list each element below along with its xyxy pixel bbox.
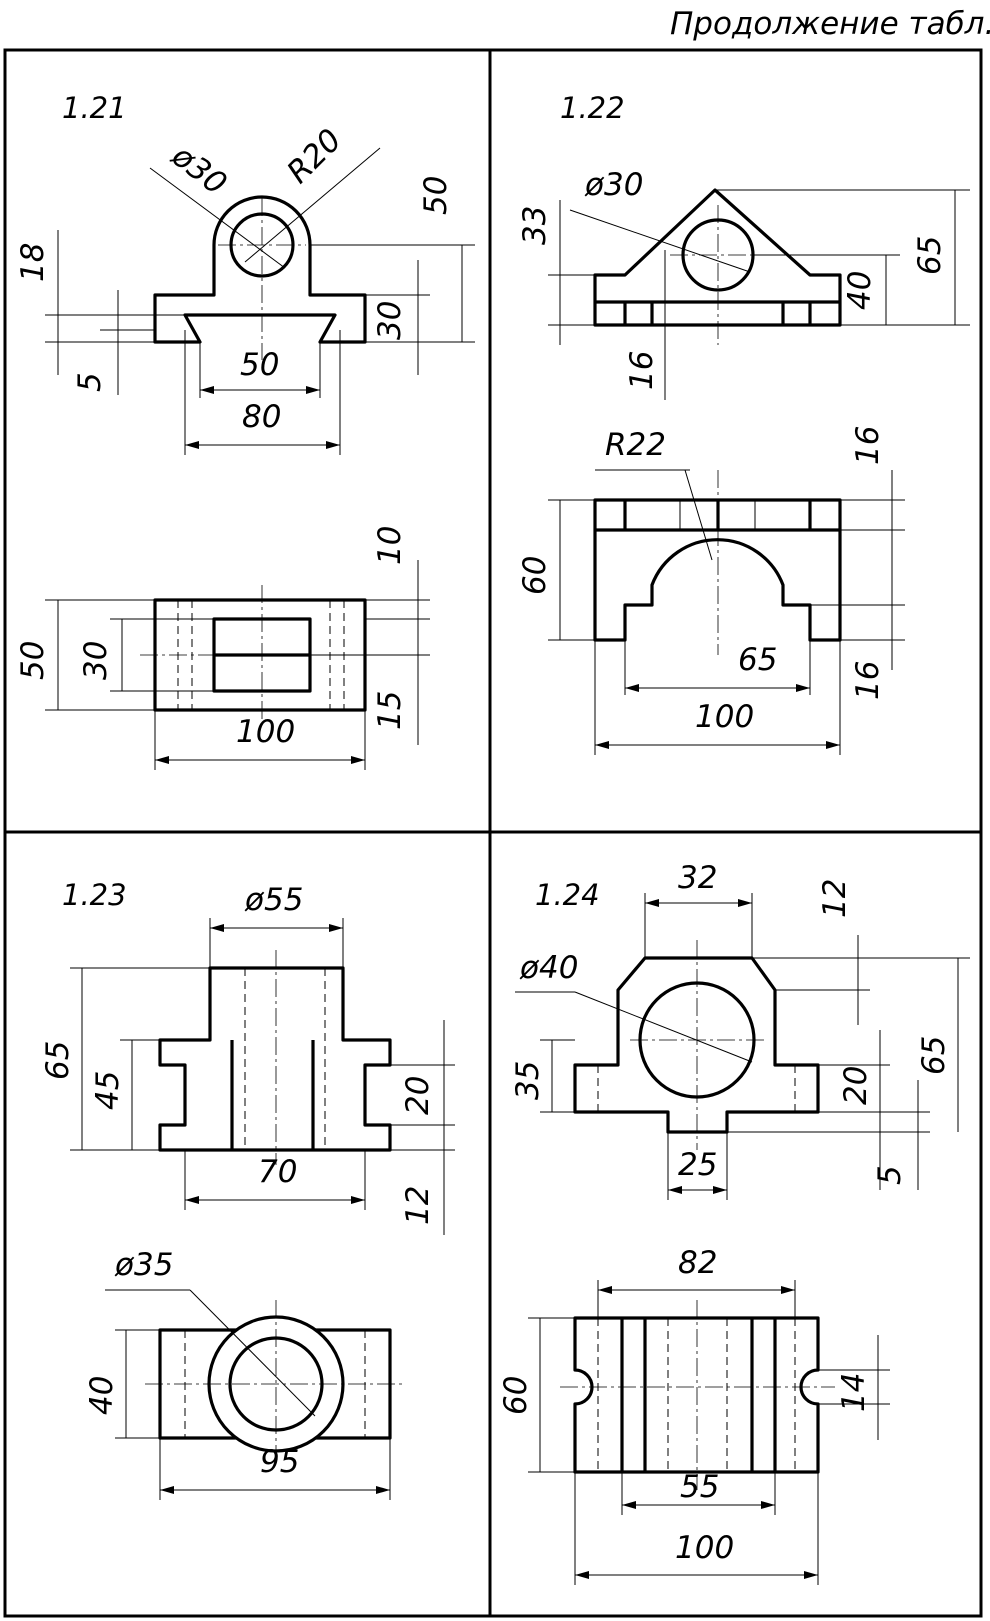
dim-h5: 5 (72, 372, 108, 392)
arrowhead (622, 1501, 636, 1509)
dim-h65: 65 (40, 1041, 76, 1080)
dim-d55: ø55 (244, 882, 303, 918)
arrowhead (713, 1186, 727, 1194)
leader-line (149, 167, 286, 269)
dim-h50: 50 (418, 176, 454, 215)
dim-h30: 30 (372, 301, 408, 340)
arrowhead (155, 756, 169, 764)
dim-h33: 33 (517, 206, 553, 245)
arrowhead (781, 1286, 795, 1294)
dim-w82: 82 (678, 1245, 717, 1281)
dim-p15: 15 (372, 691, 408, 730)
leader-line (574, 991, 753, 1063)
arrowhead (376, 1486, 390, 1494)
front-view-outline (593, 188, 842, 327)
dim-h20: 20 (400, 1076, 436, 1115)
dim-h12: 12 (817, 879, 853, 918)
arrowhead (625, 684, 639, 692)
dim-w25: 25 (678, 1147, 717, 1183)
dim-w100: 100 (695, 699, 754, 735)
arrowhead (595, 741, 609, 749)
arrowhead (598, 1286, 612, 1294)
side-view-outline (593, 498, 842, 642)
arrowhead (210, 924, 224, 932)
arrowhead (804, 1571, 818, 1579)
arrowhead (351, 756, 365, 764)
dim-p10: 10 (372, 526, 408, 565)
leader-line (684, 469, 713, 561)
panel-1-21: 1.21 ø30 R20 50 30 18 5 50 (15, 91, 475, 770)
dim-b16: 16 (850, 661, 886, 700)
arrowhead (645, 899, 659, 907)
arrowhead (185, 1196, 199, 1204)
dim-p50: 50 (15, 641, 51, 680)
arrowhead (575, 1571, 589, 1579)
dim-h14: 14 (836, 1373, 872, 1412)
arrowhead (796, 684, 810, 692)
arrowhead (738, 899, 752, 907)
dim-w50: 50 (240, 347, 279, 383)
front-view-outline (153, 195, 367, 344)
dim-h12: 12 (400, 1186, 436, 1225)
arrowhead (826, 741, 840, 749)
front-view-outline (158, 966, 392, 1152)
panel-label: 1.23 (62, 878, 127, 912)
panel-label: 1.21 (62, 91, 127, 125)
arrowhead (306, 386, 320, 394)
panel-1-24: 1.24 ø40 32 12 35 20 5 (498, 860, 970, 1585)
dim-h18: 18 (15, 243, 51, 282)
dim-w55: 55 (680, 1469, 719, 1505)
dim-w70: 70 (258, 1154, 297, 1190)
dim-r22: R22 (605, 427, 666, 463)
dim-r20: R20 (280, 122, 349, 191)
arrowhead (185, 441, 199, 449)
dim-h40: 40 (84, 1376, 120, 1415)
dim-d35: ø35 (114, 1247, 173, 1283)
plan-view-outline (573, 1316, 820, 1474)
dim-h40: 40 (842, 271, 878, 310)
dim-h60: 60 (498, 1376, 534, 1415)
arrowhead (668, 1186, 682, 1194)
dim-h65: 65 (916, 1036, 952, 1075)
arrowhead (329, 924, 343, 932)
leader-line (569, 209, 751, 273)
leader-line (244, 147, 381, 263)
dim-t16: 16 (850, 426, 886, 465)
panel-label: 1.24 (535, 878, 600, 912)
dim-h20: 20 (838, 1066, 874, 1105)
dim-w95: 95 (260, 1444, 299, 1480)
dim-w32: 32 (678, 860, 717, 896)
dim-h65: 65 (912, 236, 948, 275)
dim-w65: 65 (738, 642, 777, 678)
panel-label: 1.22 (560, 91, 625, 125)
arrowhead (200, 386, 214, 394)
panel-1-22: 1.22 ø30 33 40 65 16 (517, 91, 970, 755)
dim-p30: 30 (78, 641, 114, 680)
dim-w100: 100 (675, 1530, 734, 1566)
dim-d30: ø30 (584, 167, 643, 203)
dim-h60: 60 (517, 556, 553, 595)
dim-w80: 80 (242, 399, 281, 435)
dim-d30: ø30 (164, 137, 233, 202)
dim-h45: 45 (90, 1071, 126, 1110)
dim-p100: 100 (236, 714, 295, 750)
panel-1-23: 1.23 ø55 65 45 20 12 70 (40, 878, 455, 1500)
arrowhead (761, 1501, 775, 1509)
dim-h5: 5 (872, 1165, 908, 1185)
dim-h16: 16 (624, 351, 660, 390)
arrowhead (160, 1486, 174, 1494)
arrowhead (351, 1196, 365, 1204)
arrowhead (326, 441, 340, 449)
leader-line (189, 1289, 316, 1417)
dim-d40: ø40 (519, 950, 578, 986)
dim-h35: 35 (510, 1061, 546, 1100)
table-continuation-caption: Продолжение табл. 1 (670, 6, 990, 42)
